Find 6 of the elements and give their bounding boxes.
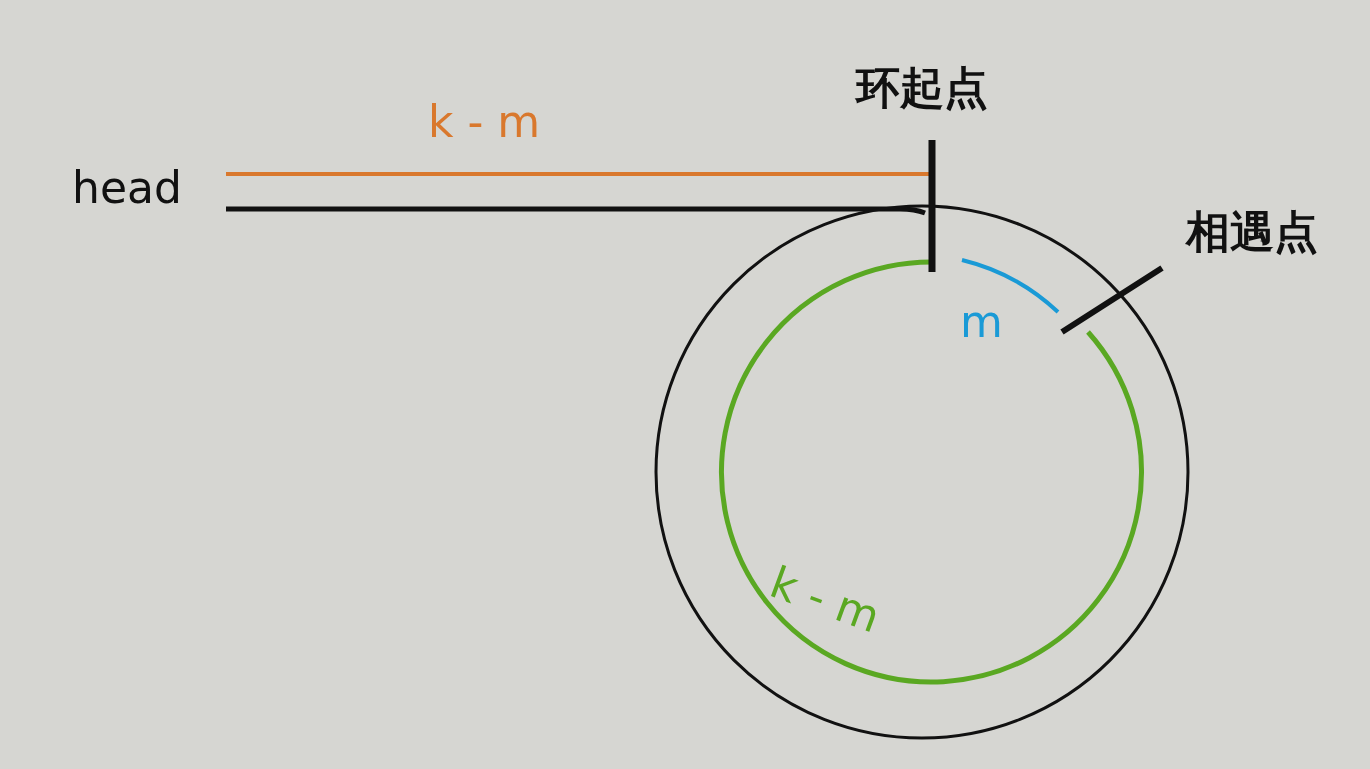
length-label: k - m — [764, 560, 886, 640]
point-label: 相遇点 — [1186, 210, 1318, 254]
pointer-label: head — [72, 166, 182, 210]
point-label: 环起点 — [856, 66, 988, 110]
length-label: k - m — [428, 100, 541, 144]
length-label: m — [960, 300, 1003, 344]
